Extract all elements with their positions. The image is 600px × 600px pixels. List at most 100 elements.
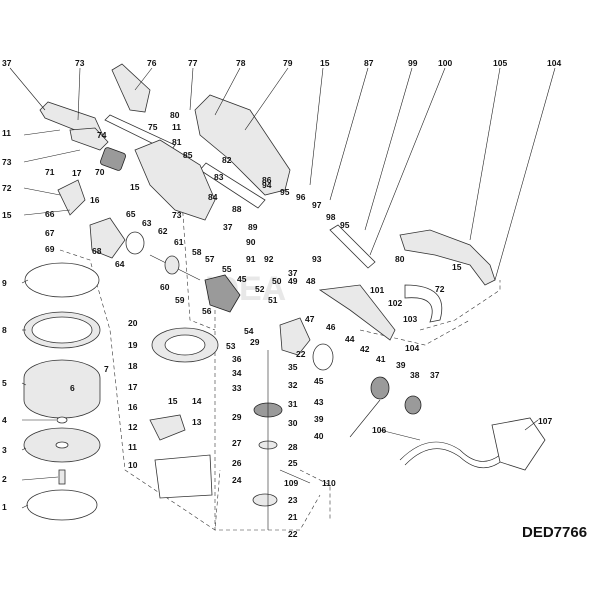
part-housing-46 [312, 343, 334, 371]
part-ring-8-inner [31, 316, 93, 344]
callout-16: 16 [128, 402, 138, 412]
callout-15: 15 [2, 210, 12, 220]
callout-40: 40 [314, 431, 324, 441]
callout-39: 39 [396, 360, 406, 370]
callout-79: 79 [283, 58, 293, 68]
callout-100: 100 [438, 58, 452, 68]
callout-labels: 37 73 76 77 78 79 15 87 99 100 105 104 8… [2, 58, 561, 539]
callout-92: 92 [264, 254, 274, 264]
part-bracket-12 [149, 414, 186, 441]
callout-91: 91 [246, 254, 256, 264]
part-tube-86 [199, 162, 266, 209]
callout-17: 17 [72, 168, 82, 178]
callout-49: 49 [288, 276, 298, 286]
callout-63: 63 [142, 218, 152, 228]
callout-107: 107 [538, 416, 552, 426]
callout-12: 12 [128, 422, 138, 432]
callout-101: 101 [370, 285, 384, 295]
part-hose-106 [399, 429, 505, 462]
callout-96: 96 [296, 192, 306, 202]
part-armature-56 [204, 274, 241, 313]
callout-2: 2 [2, 474, 7, 484]
callout-55: 55 [222, 264, 232, 274]
callout-16: 16 [90, 195, 100, 205]
callout-110: 110 [322, 478, 336, 488]
callout-44: 44 [345, 334, 355, 344]
part-disc-3-hub [55, 441, 69, 449]
callout-51: 51 [268, 295, 278, 305]
callout-78: 78 [236, 58, 246, 68]
part-brush-ring-5 [23, 359, 101, 419]
part-motor-70 [100, 147, 126, 171]
callout-37: 37 [2, 58, 12, 68]
callout-10: 10 [128, 460, 138, 470]
callout-33: 33 [232, 383, 242, 393]
callout-3: 3 [2, 445, 7, 455]
callout-37: 37 [223, 222, 233, 232]
callout-106: 106 [372, 425, 386, 435]
part-tube-100 [329, 224, 376, 269]
part-housing-102 [318, 284, 396, 341]
callout-109: 109 [284, 478, 298, 488]
callout-94: 94 [262, 180, 272, 190]
callout-17: 17 [128, 382, 138, 392]
callout-98: 98 [326, 212, 336, 222]
callout-24: 24 [232, 475, 242, 485]
part-bracket-76 [111, 63, 151, 113]
callout-37: 37 [288, 268, 298, 278]
callout-73: 73 [75, 58, 85, 68]
callout-73: 73 [172, 210, 182, 220]
callout-20: 20 [128, 318, 138, 328]
part-ring-62 [125, 231, 145, 255]
callout-54: 54 [244, 326, 254, 336]
callout-82: 82 [222, 155, 232, 165]
callout-31: 31 [288, 399, 298, 409]
callout-26: 26 [232, 458, 242, 468]
callout-99: 99 [408, 58, 418, 68]
callout-87: 87 [364, 58, 374, 68]
callout-15: 15 [168, 396, 178, 406]
callout-36: 36 [232, 354, 242, 364]
callout-27: 27 [232, 438, 242, 448]
callout-11: 11 [2, 128, 11, 138]
callout-45: 45 [237, 274, 247, 284]
callout-15: 15 [130, 182, 140, 192]
callout-102: 102 [388, 298, 402, 308]
callout-95: 95 [280, 187, 290, 197]
callout-48: 48 [306, 276, 316, 286]
part-fan-38 [404, 395, 422, 415]
callout-6: 6 [70, 383, 75, 393]
part-upper-housing-79 [194, 94, 291, 196]
callout-58: 58 [192, 247, 202, 257]
callout-69: 69 [45, 244, 55, 254]
callout-103: 103 [403, 314, 417, 324]
part-handle-105 [399, 229, 496, 286]
callout-37: 37 [430, 370, 440, 380]
callout-14: 14 [192, 396, 202, 406]
callout-95: 95 [340, 220, 350, 230]
leader-lines [9, 67, 556, 509]
part-hose-106-b [404, 448, 504, 469]
callout-22: 22 [296, 349, 306, 359]
part-side-bracket-74 [69, 127, 109, 151]
callout-19: 19 [128, 340, 138, 350]
part-rotor-41 [370, 376, 390, 400]
callout-42: 42 [360, 344, 370, 354]
callout-86: 86 [262, 175, 272, 185]
callout-70: 70 [95, 167, 105, 177]
callout-39: 39 [314, 414, 324, 424]
callout-93: 93 [312, 254, 322, 264]
callout-57: 57 [205, 254, 215, 264]
callout-75: 75 [148, 122, 158, 132]
callout-35: 35 [288, 362, 298, 372]
callout-32: 32 [288, 380, 298, 390]
callout-15: 15 [452, 262, 462, 272]
callout-83: 83 [214, 172, 224, 182]
callout-53: 53 [226, 341, 236, 351]
part-bag-107 [491, 417, 546, 471]
callout-105: 105 [493, 58, 507, 68]
callout-1: 1 [2, 502, 7, 512]
callout-80: 80 [170, 110, 180, 120]
part-ring-61 [164, 255, 180, 275]
